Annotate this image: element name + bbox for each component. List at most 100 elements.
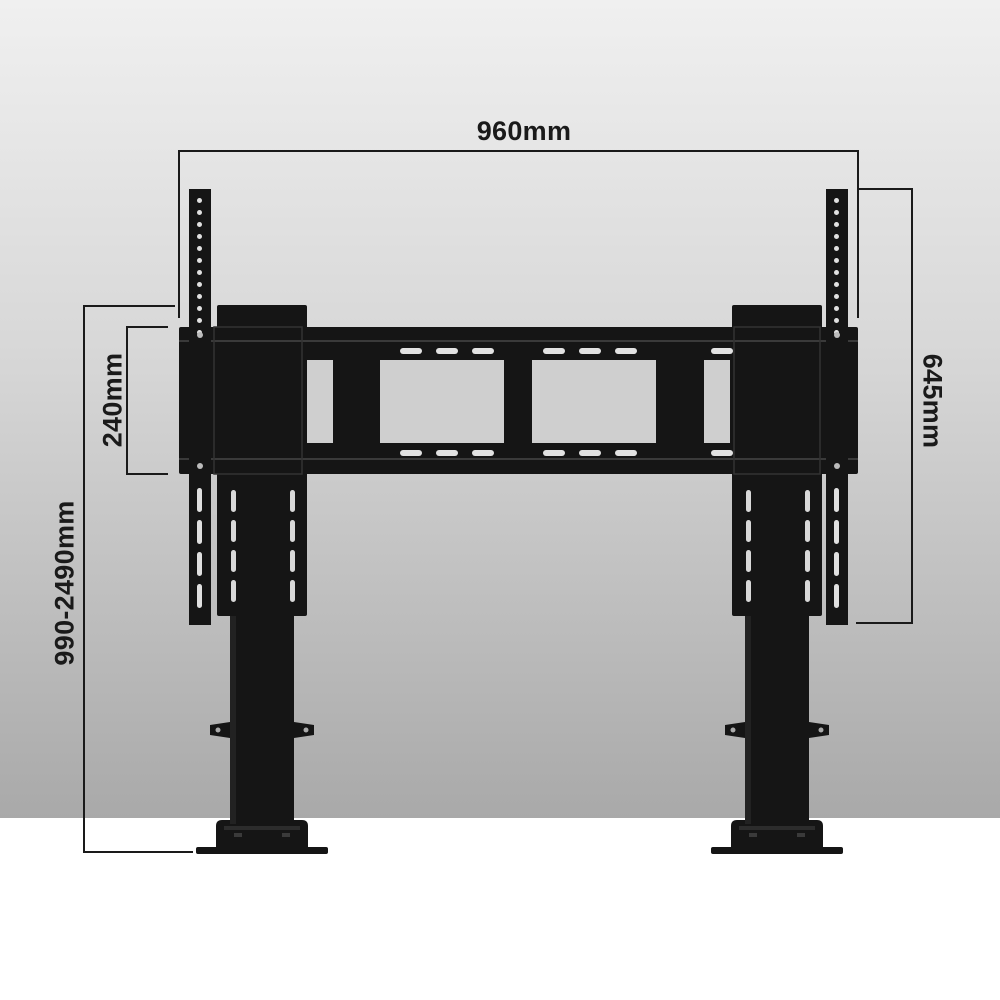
foot-detail <box>224 826 300 830</box>
foot-hole <box>797 833 805 837</box>
bracket-slot <box>436 348 458 354</box>
dimension-lines <box>83 150 913 853</box>
column-slot <box>746 580 751 602</box>
bracket-slot <box>472 348 494 354</box>
rail-hole <box>197 246 202 251</box>
rail-groove <box>179 340 858 342</box>
column-slot <box>231 550 236 572</box>
foot-plate <box>711 847 843 854</box>
frame-window <box>704 360 730 443</box>
rail-hole <box>834 318 839 323</box>
bracket-slot <box>543 348 565 354</box>
column-slot <box>290 490 295 512</box>
bracket-slot <box>543 450 565 456</box>
width-dimension-line <box>178 150 859 318</box>
rail-hole <box>834 294 839 299</box>
frame-window <box>380 360 504 443</box>
screw-hole <box>303 727 309 733</box>
foot-hole <box>234 833 242 837</box>
rail-hole <box>197 282 202 287</box>
width-label: 960mm <box>476 116 572 146</box>
screw-hole <box>215 727 221 733</box>
rail-hole <box>197 222 202 227</box>
rail-hole <box>197 258 202 263</box>
rail-hole <box>834 198 839 203</box>
column-slot <box>290 580 295 602</box>
vesa-height-dimension-line <box>126 326 168 475</box>
column-slot <box>746 550 751 572</box>
bracket-slot <box>436 450 458 456</box>
rail-length-label: 645mm <box>917 353 948 449</box>
column-slot <box>746 520 751 542</box>
column-edge <box>745 610 751 824</box>
column-slot <box>231 490 236 512</box>
rail-hole <box>834 270 839 275</box>
column-slot <box>290 550 295 572</box>
column-edge <box>230 610 236 824</box>
rail-bolt <box>834 463 840 469</box>
foot-bracket <box>216 820 308 847</box>
bracket-slot <box>472 450 494 456</box>
bracket-slot <box>579 348 601 354</box>
bracket-slot <box>711 348 733 354</box>
bracket-slot <box>615 348 637 354</box>
column-slot <box>746 490 751 512</box>
rail-hole <box>197 234 202 239</box>
rail-hole <box>834 246 839 251</box>
column-slot <box>805 520 810 542</box>
vesa-bracket <box>179 326 858 475</box>
foot-detail <box>739 826 815 830</box>
rail-hole <box>197 270 202 275</box>
rail-hole <box>834 210 839 215</box>
column-slot <box>231 580 236 602</box>
side-mount <box>733 326 821 475</box>
vertical-rails <box>189 189 848 625</box>
rail-slot <box>834 552 839 576</box>
bracket-slot <box>711 450 733 456</box>
tv-rail <box>189 189 211 625</box>
column-slot <box>805 550 810 572</box>
lift-column <box>230 610 294 824</box>
rail-length-dimension-line <box>856 188 913 624</box>
column-slot <box>290 520 295 542</box>
rail-hole <box>197 198 202 203</box>
rail-bolt <box>834 332 840 338</box>
frame-window <box>307 360 333 443</box>
rail-slot <box>197 520 202 544</box>
height-range-dimension-line <box>83 305 193 853</box>
rail-hole <box>834 306 839 311</box>
foot-bracket <box>731 820 823 847</box>
rail-hole <box>834 282 839 287</box>
rail-slot <box>834 488 839 512</box>
rail-bolt <box>197 332 203 338</box>
vesa-height-label: 240mm <box>97 352 128 448</box>
side-mount <box>213 326 303 475</box>
column-slot <box>805 580 810 602</box>
screw-hole <box>818 727 824 733</box>
rail-hole <box>197 318 202 323</box>
bracket-slot <box>615 450 637 456</box>
rail-slot <box>834 584 839 608</box>
rail-hole <box>197 306 202 311</box>
foot-plate <box>196 847 328 854</box>
foot-hole <box>749 833 757 837</box>
tv-rail <box>826 189 848 625</box>
rail-bolt <box>197 463 203 469</box>
rail-hole <box>834 234 839 239</box>
rail-slot <box>197 488 202 512</box>
foot-hole <box>282 833 290 837</box>
rail-hole <box>197 294 202 299</box>
height-range-label: 990-2490mm <box>49 500 80 666</box>
rail-groove <box>179 458 858 460</box>
screw-hole <box>730 727 736 733</box>
column-slot <box>231 520 236 542</box>
rail-hole <box>834 258 839 263</box>
bracket-slot <box>400 348 422 354</box>
rail-slot <box>197 584 202 608</box>
bracket-frame <box>179 327 858 474</box>
column-slot <box>805 490 810 512</box>
bracket-slot <box>579 450 601 456</box>
lift-column <box>745 610 809 824</box>
